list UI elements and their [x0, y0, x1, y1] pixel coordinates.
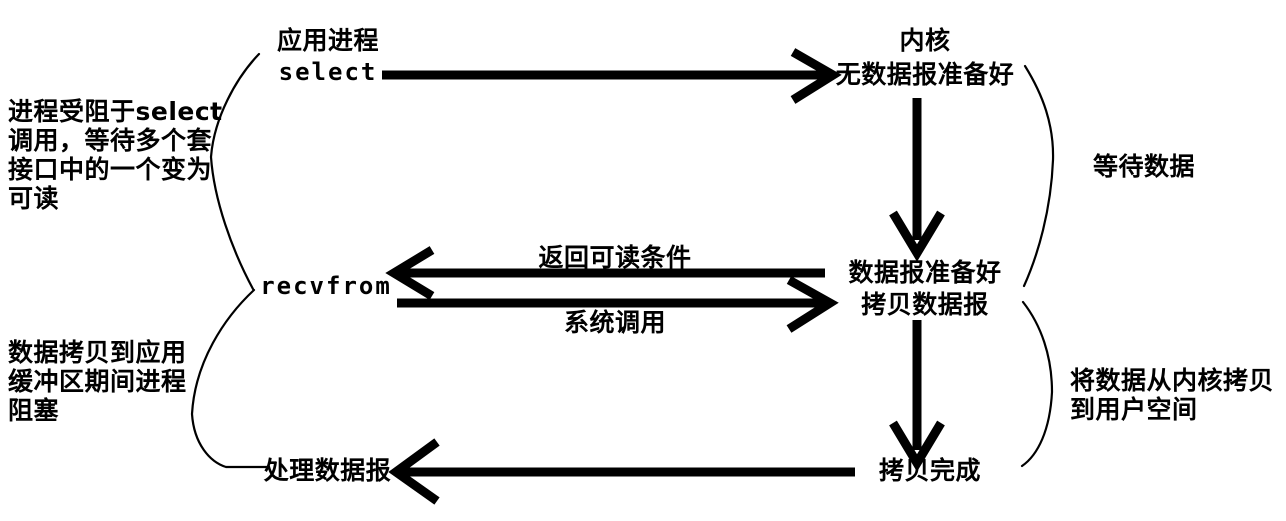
arrow-kernel-copy: [889, 320, 945, 472]
annotation-right-bottom: 将数据从内核拷贝 到用户空间: [1070, 366, 1275, 424]
call-label-recvfrom: recvfrom: [260, 272, 392, 300]
call-label-select: select: [278, 58, 378, 86]
kernel-state-no-datagram: 无数据报准备好: [835, 60, 1015, 89]
kernel-state-copy-datagram: 拷贝数据报: [861, 290, 989, 319]
arrow-select-call: [382, 48, 842, 104]
column-header-application: 应用进程: [276, 26, 379, 55]
arrow-label-system-call: 系统调用: [563, 308, 666, 337]
column-header-kernel: 内核: [899, 26, 951, 55]
kernel-state-copy-complete: 拷贝完成: [878, 456, 981, 485]
annotation-left-bottom: 数据拷贝到应用 缓冲区期间进程 阻塞: [8, 338, 187, 425]
brace-right-bottom: [1020, 300, 1054, 468]
arrow-label-return-readable: 返回可读条件: [538, 243, 692, 272]
brace-right-top: [1022, 64, 1055, 288]
kernel-state-datagram-ready: 数据报准备好: [848, 258, 1002, 287]
annotation-right-top: 等待数据: [1093, 152, 1196, 181]
annotation-left-top: 进程受阻于select 调用，等待多个套 接口中的一个变为 可读: [8, 97, 223, 213]
arrow-copy-complete: [388, 438, 855, 505]
call-label-process-datagram: 处理数据报: [263, 456, 392, 485]
arrow-kernel-wait: [889, 98, 945, 262]
